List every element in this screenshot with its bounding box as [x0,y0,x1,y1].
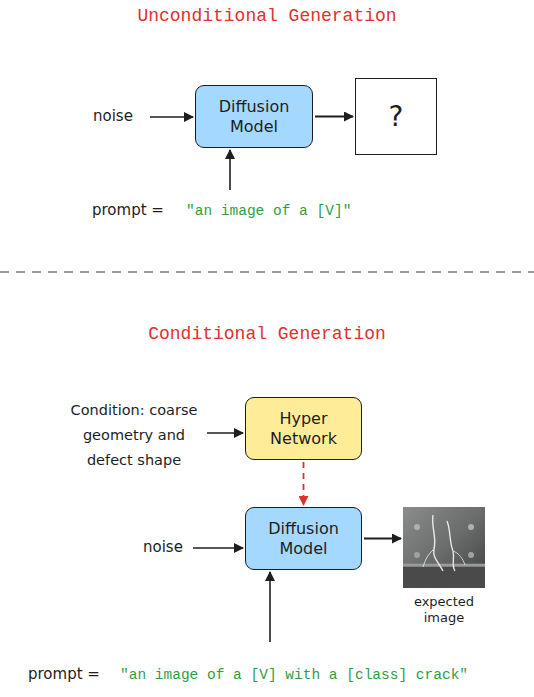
flow-arrow [364,538,401,540]
model-box: Diffusion Model [245,507,362,570]
defect-photo [403,507,485,588]
node-text: Diffusion Model [212,97,296,135]
flow-arrow [303,462,305,505]
input-arrow [207,432,243,434]
node-text: Diffusion Model [262,519,345,557]
input-arrow [229,150,231,190]
prompt-text: "an image of a [V] with a [class] crack" [120,667,468,683]
model-box: Diffusion Model [195,85,313,148]
section-title: Conditional Generation [0,324,534,344]
image-box: expected image [403,507,485,588]
image-caption: expected image [393,594,495,625]
condition-label: Condition: coarse geometry and defect sh… [70,398,198,473]
input-arrow [269,572,271,642]
input-arrow [193,547,243,549]
node-text: Hyper Network [262,409,345,447]
input-label: noise [93,107,133,125]
prompt-label: prompt = [92,201,164,219]
flow-arrow [315,116,353,118]
output-box: ? [355,78,437,155]
hypernetwork-box: Hyper Network [245,397,362,460]
section-title: Unconditional Generation [0,6,534,26]
prompt-text: "an image of a [V]" [186,203,351,219]
input-arrow [150,116,193,118]
node-text: ? [389,100,404,134]
input-label: noise [143,538,183,556]
section-divider [0,271,534,273]
prompt-label: prompt = [28,665,100,683]
